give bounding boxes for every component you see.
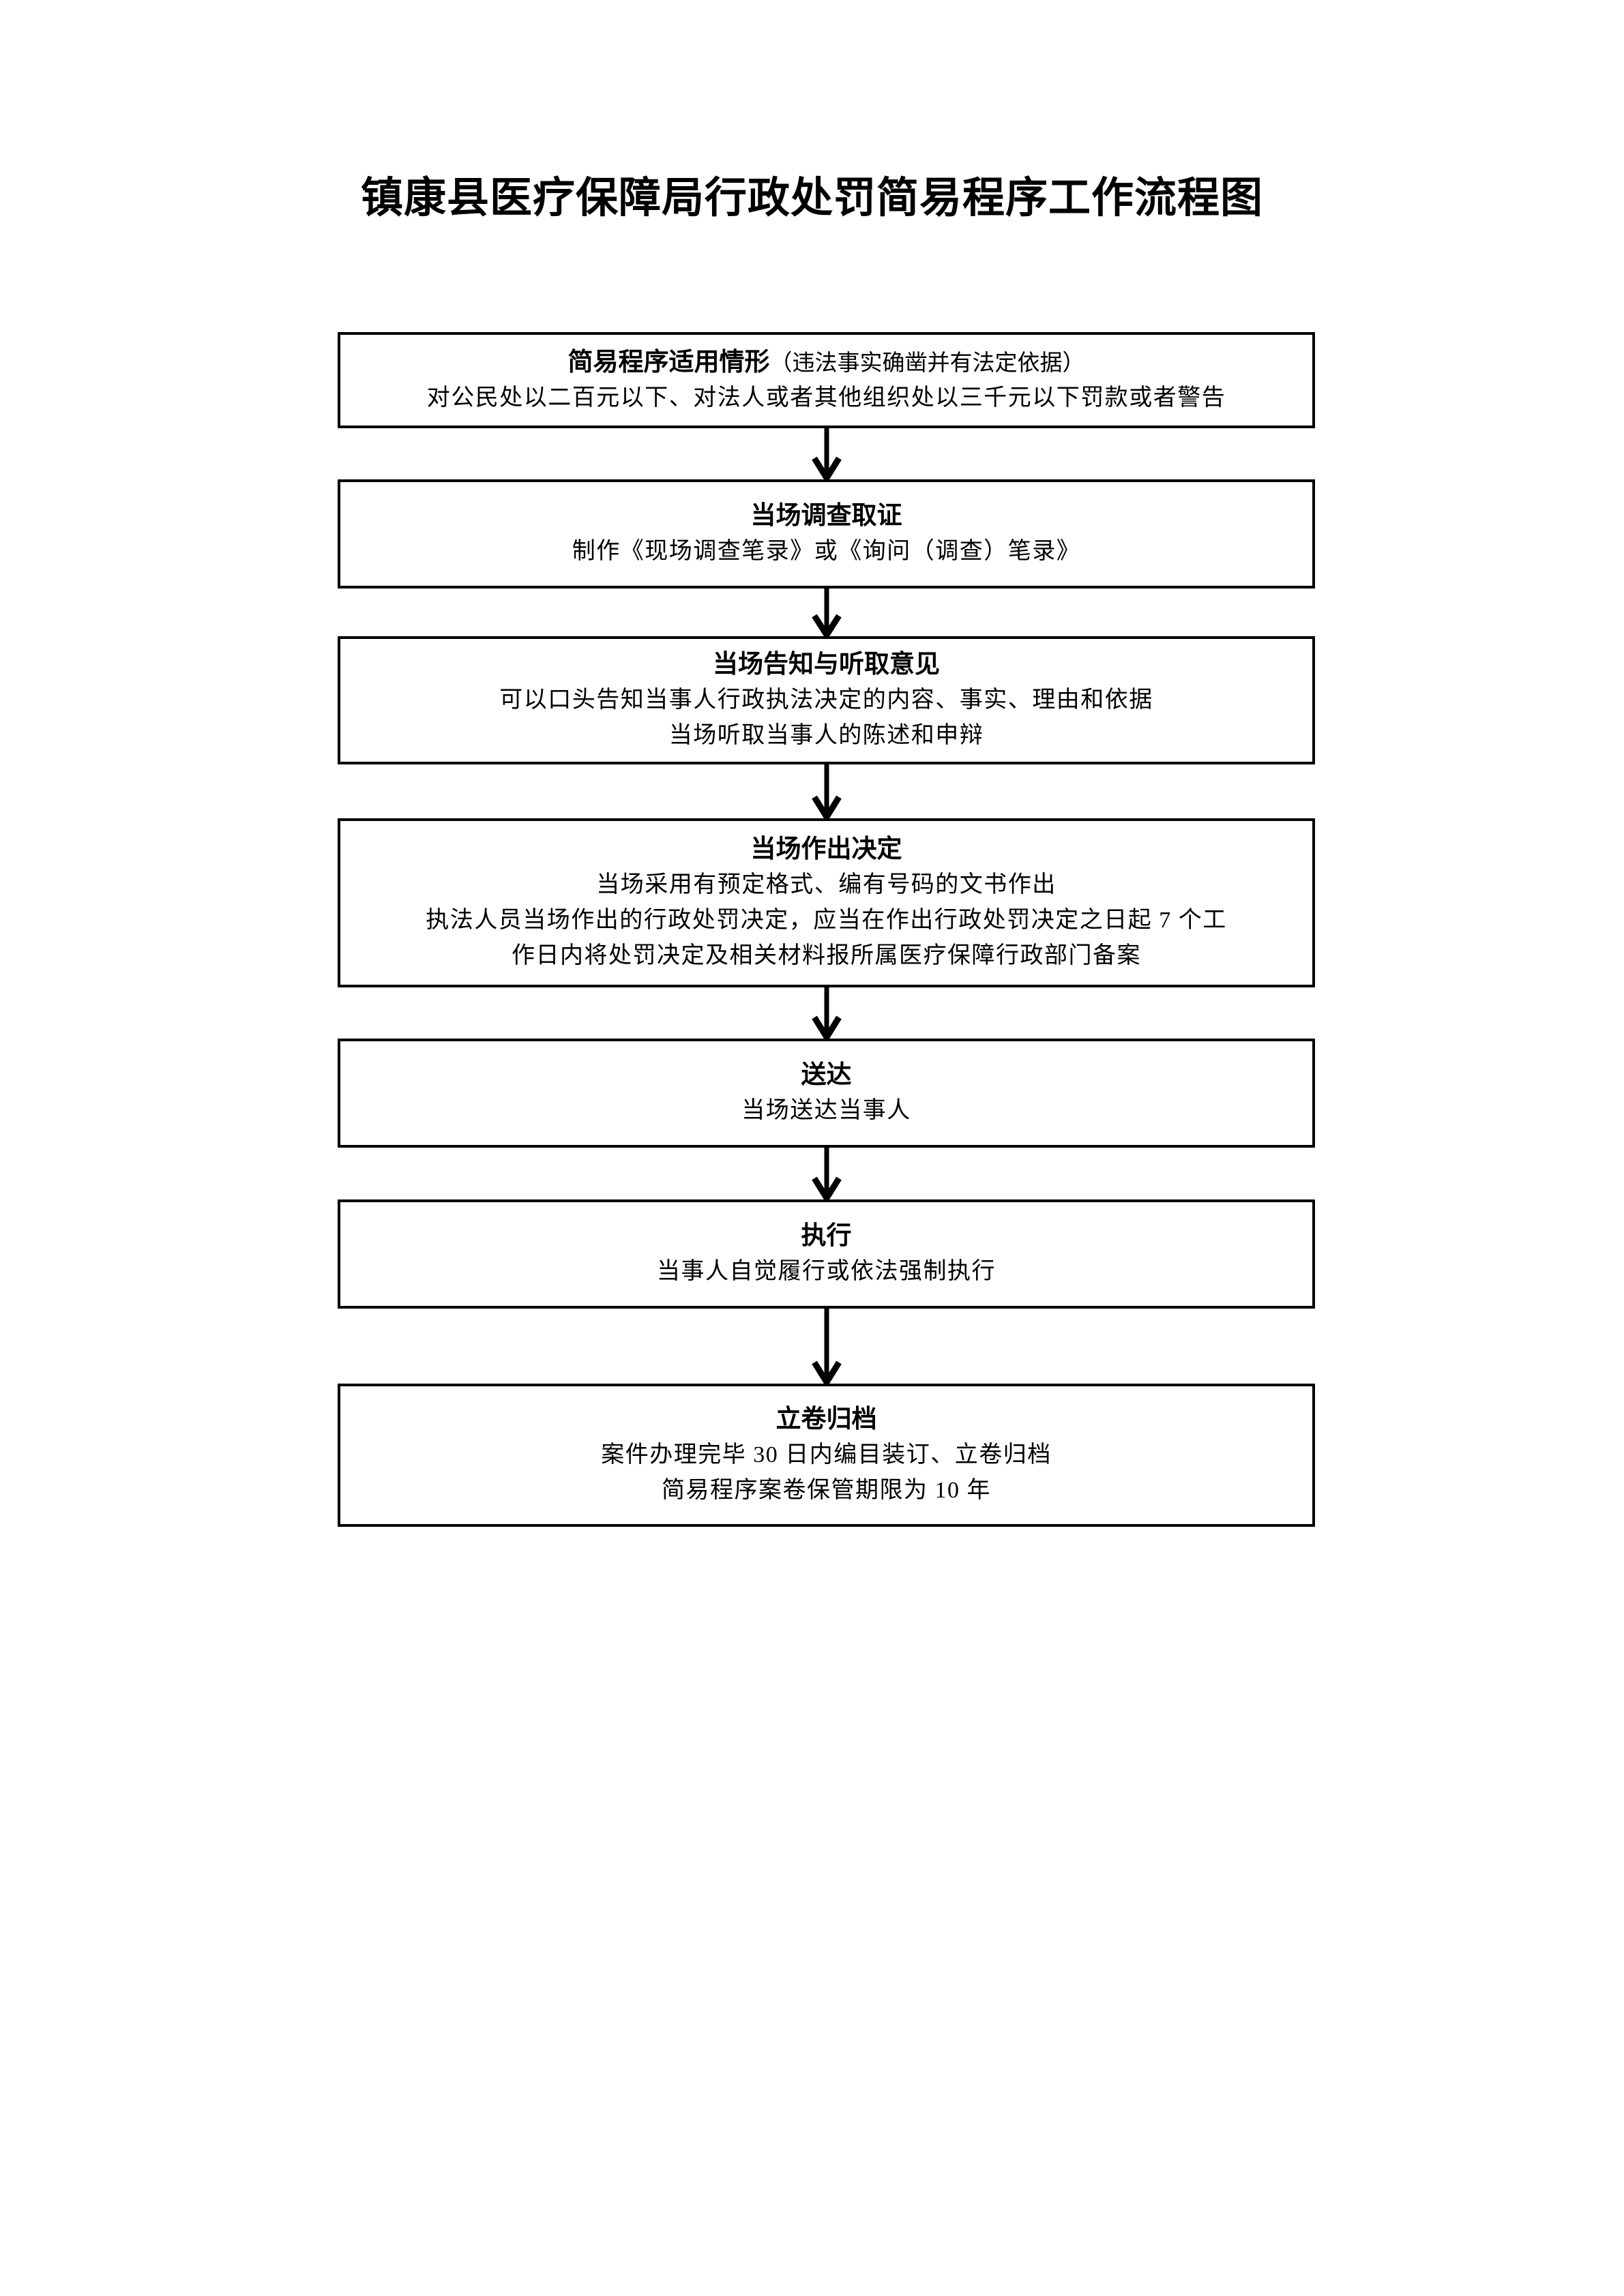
flow-node-heading: 当场告知与听取意见	[713, 647, 940, 683]
flow-node-line: 当事人自觉履行或依法强制执行	[657, 1259, 996, 1284]
flow-connector-arrow-4	[338, 987, 1315, 1039]
flow-node-file-and-archive: 立卷归档 案件办理完毕 30 日内编目装订、立卷归档 简易程序案卷保管期限为 1…	[338, 1384, 1315, 1527]
flow-node-line: 当场采用有预定格式、编有号码的文书作出	[596, 872, 1057, 897]
flow-node-line: 可以口头告知当事人行政执法决定的内容、事实、理由和依据	[499, 687, 1153, 713]
flow-node-on-site-decision: 当场作出决定 当场采用有预定格式、编有号码的文书作出 执法人员当场作出的行政处罚…	[338, 818, 1315, 987]
flow-node-heading-text: 当场作出决定	[750, 835, 902, 863]
flow-connector-arrow-1	[338, 428, 1315, 479]
flow-node-on-site-notice-and-opinions: 当场告知与听取意见 可以口头告知当事人行政执法决定的内容、事实、理由和依据 当场…	[338, 636, 1315, 764]
flowchart: 简易程序适用情形（违法事实确凿并有法定依据） 对公民处以二百元以下、对法人或者其…	[338, 332, 1315, 1527]
flow-node-enforcement: 执行 当事人自觉履行或依法强制执行	[338, 1199, 1315, 1309]
page-title: 镇康县医疗保障局行政处罚简易程序工作流程图	[360, 175, 1263, 222]
flow-node-heading: 执行	[801, 1219, 852, 1254]
flow-node-on-site-investigation: 当场调查取证 制作《现场调查笔录》或《询问（调查）笔录》	[338, 479, 1315, 588]
flow-node-line: 制作《现场调查笔录》或《询问（调查）笔录》	[572, 539, 1081, 564]
flow-node-heading: 当场作出决定	[751, 832, 902, 867]
flow-node-line: 对公民处以二百元以下、对法人或者其他组织处以三千元以下罚款或者警告	[426, 385, 1226, 411]
flow-node-heading-text: 当场告知与听取意见	[713, 650, 940, 678]
flow-node-heading: 立卷归档	[776, 1402, 877, 1437]
flow-node-line: 作日内将处罚决定及相关材料报所属医疗保障行政部门备案	[512, 943, 1141, 968]
flow-node-heading: 送达	[801, 1058, 852, 1093]
flow-node-line: 简易程序案卷保管期限为 10 年	[662, 1478, 991, 1503]
flow-node-line: 案件办理完毕 30 日内编目装订、立卷归档	[601, 1442, 1052, 1467]
flow-node-heading: 简易程序适用情形（违法事实确凿并有法定依据）	[568, 345, 1085, 381]
down-arrow-icon	[811, 428, 842, 479]
flow-connector-arrow-3	[338, 764, 1315, 818]
flow-node-service-of-documents: 送达 当场送达当事人	[338, 1039, 1315, 1148]
down-arrow-icon	[811, 588, 842, 636]
flow-node-heading-paren: （违法事实确凿并有法定依据）	[769, 351, 1085, 376]
flow-connector-arrow-2	[338, 588, 1315, 636]
down-arrow-icon	[811, 1148, 842, 1199]
flow-node-heading-text: 当场调查取证	[750, 501, 902, 529]
flow-node-heading-text: 执行	[801, 1221, 852, 1249]
flow-node-heading-text: 立卷归档	[776, 1405, 877, 1433]
flow-node-line: 执法人员当场作出的行政处罚决定，应当在作出行政处罚决定之日起 7 个工	[426, 908, 1227, 933]
flow-node-heading: 当场调查取证	[751, 498, 902, 534]
flow-node-heading-text: 送达	[801, 1060, 852, 1088]
flow-node-applicable-scope: 简易程序适用情形（违法事实确凿并有法定依据） 对公民处以二百元以下、对法人或者其…	[338, 332, 1315, 428]
flow-node-line: 当场听取当事人的陈述和申辩	[668, 723, 984, 748]
flow-node-line: 当场送达当事人	[741, 1098, 911, 1123]
down-arrow-icon	[811, 764, 842, 818]
down-arrow-icon	[811, 1309, 842, 1384]
flow-node-heading-text: 简易程序适用情形	[567, 347, 770, 376]
down-arrow-icon	[811, 987, 842, 1039]
flow-connector-arrow-5	[338, 1148, 1315, 1199]
flow-connector-arrow-6	[338, 1309, 1315, 1384]
